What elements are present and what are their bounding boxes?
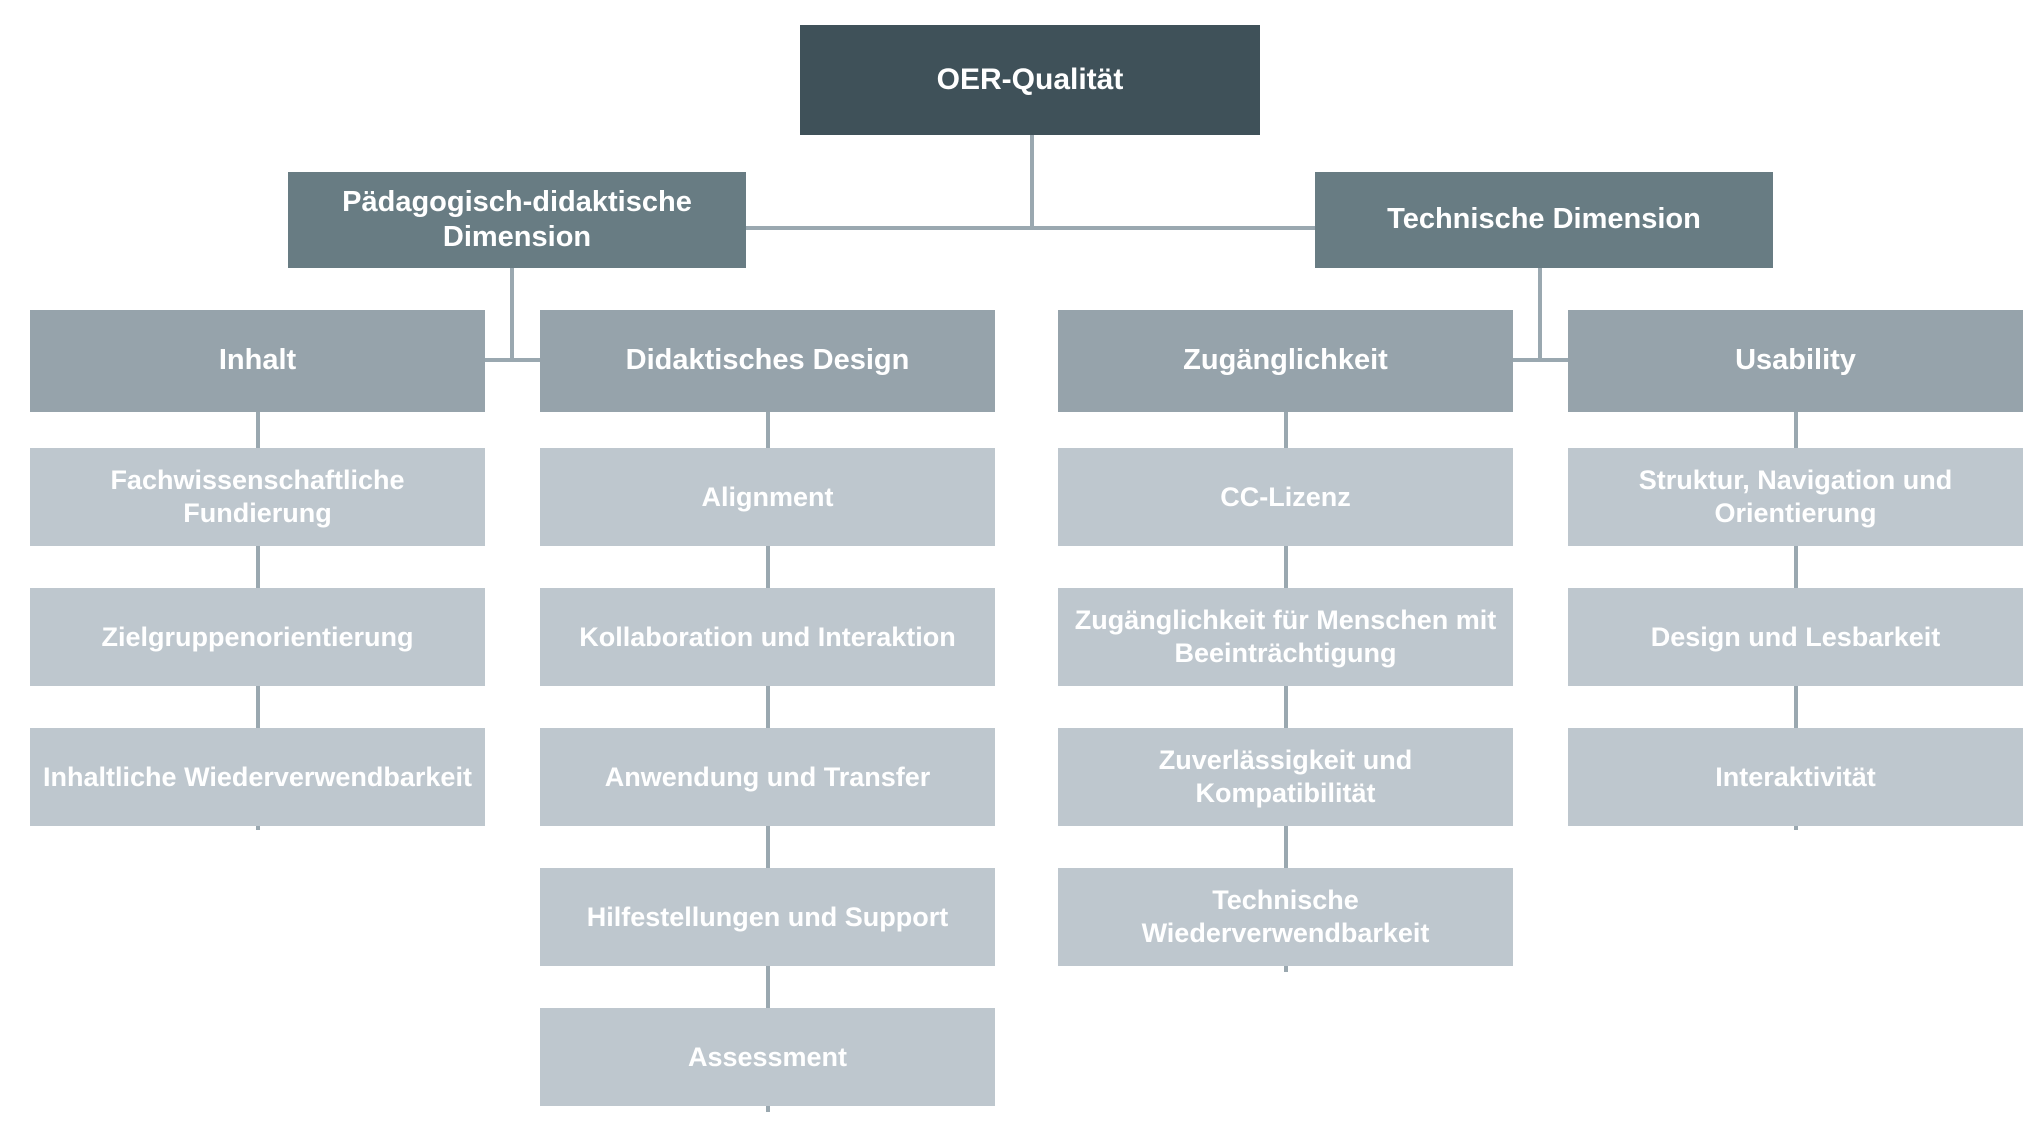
connector-pedagogical-categories-horizontal [483, 358, 540, 362]
node-leaf-design-und-lesbarkeit[interactable]: Design und Lesbarkeit [1568, 588, 2023, 686]
node-leaf-inhaltliche-wiederverwendbarkeit[interactable]: Inhaltliche Wiederverwendbarkeit [30, 728, 485, 826]
node-label: Interaktivität [1715, 761, 1876, 792]
node-dimension-technical[interactable]: Technische Dimension [1315, 172, 1773, 268]
node-leaf-cc-lizenz[interactable]: CC-Lizenz [1058, 448, 1513, 546]
node-category-zugaenglichkeit[interactable]: Zugänglichkeit [1058, 310, 1513, 412]
node-leaf-zielgruppenorientierung[interactable]: Zielgruppenorientierung [30, 588, 485, 686]
node-label: Inhalt [218, 344, 297, 377]
node-leaf-zuverlaessigkeit-und-kompatibilitaet[interactable]: Zuverlässigkeit und Kompatibilität [1058, 728, 1513, 826]
node-label: Assessment [687, 1041, 848, 1072]
node-label: Struktur, Navigation und Orientierung [1638, 465, 1953, 528]
node-label: Anwendung und Transfer [604, 761, 931, 792]
node-label: CC-Lizenz [1220, 481, 1351, 512]
node-leaf-alignment[interactable]: Alignment [540, 448, 995, 546]
node-label: Zielgruppenorientierung [101, 621, 414, 652]
node-leaf-kollaboration-und-interaktion[interactable]: Kollaboration und Interaktion [540, 588, 995, 686]
node-category-didaktisches-design[interactable]: Didaktisches Design [540, 310, 995, 412]
node-label: Kollaboration und Interaktion [579, 621, 956, 652]
connector-root-down [1030, 134, 1034, 228]
node-label: Inhaltliche Wiederverwendbarkeit [43, 761, 472, 792]
node-root-oer-qualitaet[interactable]: OER-Qualität [800, 25, 1260, 135]
node-label: Alignment [701, 481, 834, 512]
connector-technical-categories-horizontal [1511, 358, 1568, 362]
node-label: Didaktisches Design [625, 344, 910, 377]
node-label: Technische Dimension [1387, 203, 1701, 236]
node-label: Technische Wiederverwendbarkeit [1141, 885, 1430, 948]
node-label: Zugänglichkeit für Menschen mit Beeinträ… [1074, 605, 1497, 668]
node-leaf-technische-wiederverwendbarkeit[interactable]: Technische Wiederverwendbarkeit [1058, 868, 1513, 966]
connector-dimensions-horizontal [743, 226, 1318, 230]
node-label: Zugänglichkeit [1183, 344, 1388, 377]
node-leaf-zugaenglichkeit-fuer-menschen-mit-beeintraechtigung[interactable]: Zugänglichkeit für Menschen mit Beeinträ… [1058, 588, 1513, 686]
node-category-usability[interactable]: Usability [1568, 310, 2023, 412]
node-leaf-fachwissenschaftliche-fundierung[interactable]: Fachwissenschaftliche Fundierung [30, 448, 485, 546]
node-label: OER-Qualität [936, 62, 1124, 96]
node-label: Pädagogisch-didaktische Dimension [342, 185, 692, 253]
node-label: Usability [1735, 344, 1856, 377]
node-label: Fachwissenschaftliche Fundierung [110, 465, 405, 528]
node-leaf-hilfestellungen-und-support[interactable]: Hilfestellungen und Support [540, 868, 995, 966]
node-leaf-interaktivitaet[interactable]: Interaktivität [1568, 728, 2023, 826]
node-label: Hilfestellungen und Support [586, 901, 949, 932]
node-dimension-pedagogical[interactable]: Pädagogisch-didaktische Dimension [288, 172, 746, 268]
node-leaf-assessment[interactable]: Assessment [540, 1008, 995, 1106]
connector-column-3-spine [1284, 412, 1288, 972]
connector-pedagogical-down [510, 266, 514, 360]
node-label: Design und Lesbarkeit [1650, 621, 1941, 652]
node-leaf-anwendung-und-transfer[interactable]: Anwendung und Transfer [540, 728, 995, 826]
connector-technical-down [1538, 266, 1542, 360]
node-label: Zuverlässigkeit und Kompatibilität [1158, 745, 1413, 808]
node-category-inhalt[interactable]: Inhalt [30, 310, 485, 412]
node-leaf-struktur-navigation-und-orientierung[interactable]: Struktur, Navigation und Orientierung [1568, 448, 2023, 546]
